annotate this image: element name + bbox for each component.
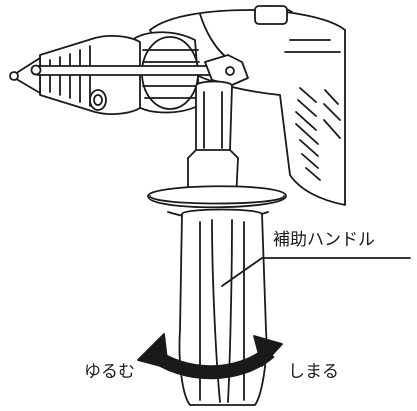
label-leader-line xyxy=(221,257,411,287)
loosen-label: ゆるむ xyxy=(84,362,135,382)
drill-body xyxy=(149,5,346,206)
arrow-head-loosen xyxy=(137,333,169,369)
rotation-arrow xyxy=(137,333,283,380)
auxiliary-handle-label: 補助ハンドル xyxy=(273,230,375,250)
tighten-label: しまる xyxy=(288,362,339,382)
arrow-head-tighten xyxy=(253,335,283,367)
depth-gauge-rod xyxy=(30,54,249,86)
vent-slots xyxy=(295,87,341,181)
